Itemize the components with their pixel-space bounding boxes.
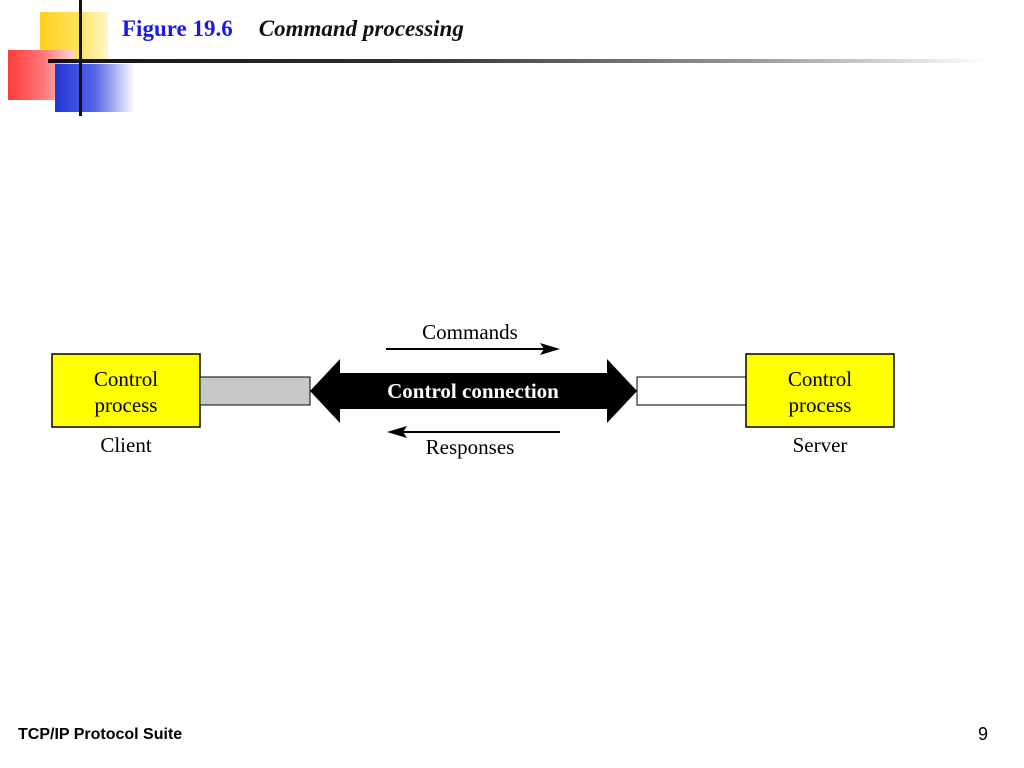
control-connection-arrow — [310, 359, 637, 423]
responses-label: Responses — [426, 435, 515, 459]
client-process-box — [51, 353, 201, 428]
figure-caption: Command processing — [258, 16, 464, 41]
commands-label: Commands — [422, 320, 518, 344]
commands-arrowhead — [540, 343, 560, 355]
server-box-line1: Control — [788, 367, 852, 391]
footer-text: TCP/IP Protocol Suite — [18, 726, 183, 743]
server-label: Server — [793, 433, 848, 457]
responses-arrowhead — [387, 426, 407, 438]
client-pipe — [199, 376, 311, 406]
control-connection-label: Control connection — [387, 379, 559, 403]
client-box-line2: process — [95, 393, 158, 417]
decor-horizontal-line — [48, 59, 988, 63]
server-box-line2: process — [789, 393, 852, 417]
page-number: 9 — [978, 724, 989, 744]
server-pipe — [636, 376, 748, 406]
decor-blue-square — [55, 64, 135, 112]
client-box-line1: Control — [94, 367, 158, 391]
server-process-box — [745, 353, 895, 428]
decor-vertical-line — [79, 0, 82, 116]
client-label: Client — [100, 433, 151, 457]
slide-title: Figure 19.6 Command processing — [122, 16, 464, 42]
figure-number: Figure 19.6 — [122, 16, 233, 41]
